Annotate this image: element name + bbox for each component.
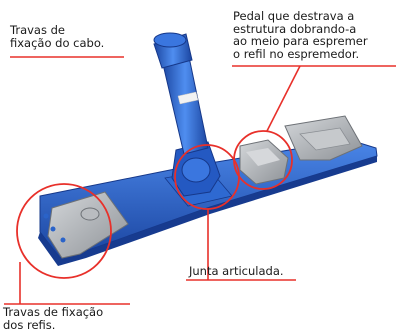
callout-pedal-label: Pedal que destrava a estrutura dobrando-…: [233, 9, 368, 61]
callout-junta-circle: [174, 144, 240, 210]
callout-refis: [4, 183, 130, 305]
pedal: [239, 139, 289, 185]
callout-junta: [174, 144, 296, 281]
callout-refis-label: Travas de fixação dos refis.: [3, 305, 104, 332]
callout-pedal-leader: [266, 65, 301, 132]
left-refill-lock-plate: [43, 191, 129, 259]
callout-refis-circle: [16, 183, 112, 279]
callout-junta-label: Junta articulada.: [189, 264, 284, 278]
handle-stem: [153, 32, 209, 155]
callout-cabo-label: Travas de fixação do cabo.: [10, 23, 105, 50]
right-refill-lock-plate: [284, 115, 363, 161]
